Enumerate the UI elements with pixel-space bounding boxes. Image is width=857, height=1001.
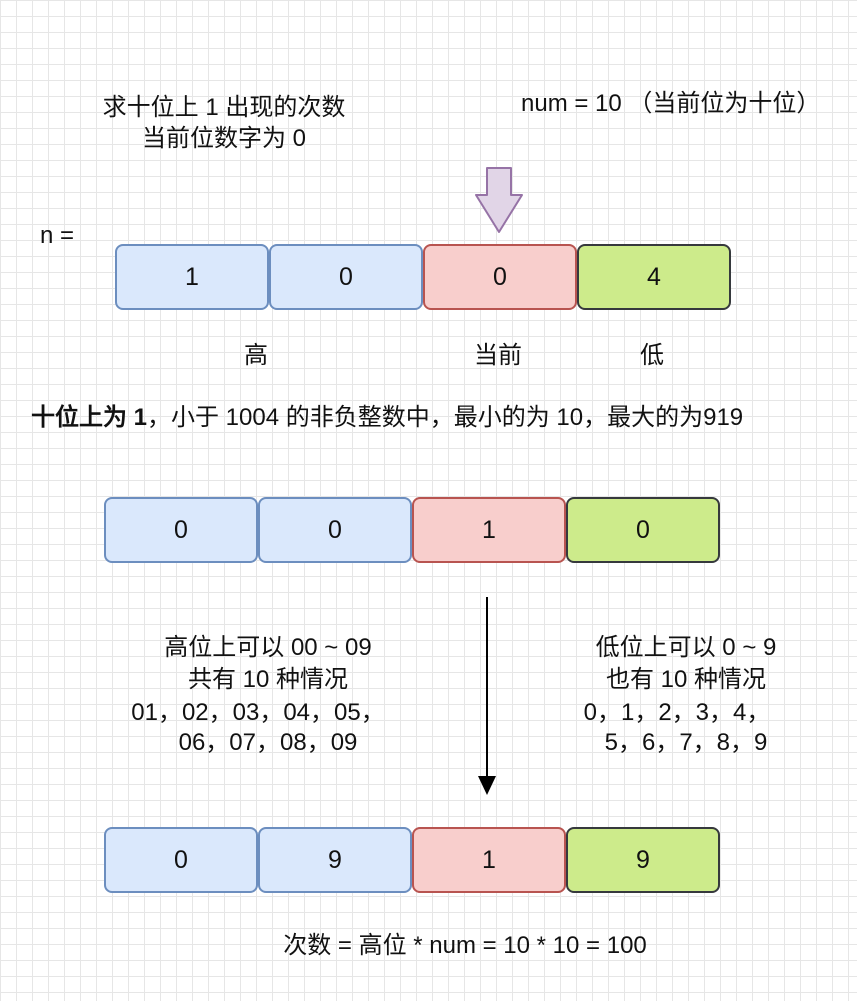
- label-low: 低: [640, 342, 664, 369]
- right-note-line-2: 也有 10 种情况: [605, 666, 767, 693]
- statement-bold: 十位上为 1: [31, 404, 148, 431]
- right-note-line-3: 0，1，2，3，4，: [583, 699, 771, 726]
- row3-digit-thousands: 0: [104, 827, 258, 893]
- row3-digit-tens: 1: [412, 827, 566, 893]
- row2-digit-ones: 0: [566, 497, 720, 563]
- row2-digit-hundreds: 0: [258, 497, 412, 563]
- row2-digit-tens: 1: [412, 497, 566, 563]
- row1-digit-hundreds: 0: [269, 244, 423, 310]
- row3-digit-hundreds: 9: [258, 827, 412, 893]
- right-note-line-1: 低位上可以 0 ~ 9: [595, 634, 777, 661]
- row3-digit-ones: 9: [566, 827, 720, 893]
- formula: 次数 = 高位 * num = 10 * 10 = 100: [283, 932, 647, 959]
- statement-rest: ，小于 1004 的非负整数中，最小的为 10，最大的为919: [147, 404, 744, 431]
- flow-arrow-head: [478, 776, 496, 795]
- label-high: 高: [244, 342, 268, 369]
- num-note: num = 10 （当前位为十位）: [521, 90, 821, 117]
- row1-digit-thousands: 1: [115, 244, 269, 310]
- right-note-line-4: 5，6，7，8，9: [604, 729, 768, 756]
- statement: 十位上为 1，小于 1004 的非负整数中，最小的为 10，最大的为919: [31, 402, 743, 433]
- left-note-line-3: 01，02，03，04，05，: [131, 699, 385, 726]
- current-digit-pointer-arrow: [475, 167, 523, 233]
- row2-digit-thousands: 0: [104, 497, 258, 563]
- left-note-line-1: 高位上可以 00 ~ 09: [164, 634, 372, 661]
- title-line-1: 求十位上 1 出现的次数: [102, 94, 346, 121]
- left-note-line-4: 06，07，08，09: [178, 729, 358, 756]
- row1-digit-tens-current: 0: [423, 244, 577, 310]
- title-line-2: 当前位数字为 0: [141, 125, 306, 152]
- n-label: n =: [40, 222, 75, 249]
- left-note-line-2: 共有 10 种情况: [187, 666, 349, 693]
- row1-digit-ones: 4: [577, 244, 731, 310]
- label-current: 当前: [474, 342, 522, 369]
